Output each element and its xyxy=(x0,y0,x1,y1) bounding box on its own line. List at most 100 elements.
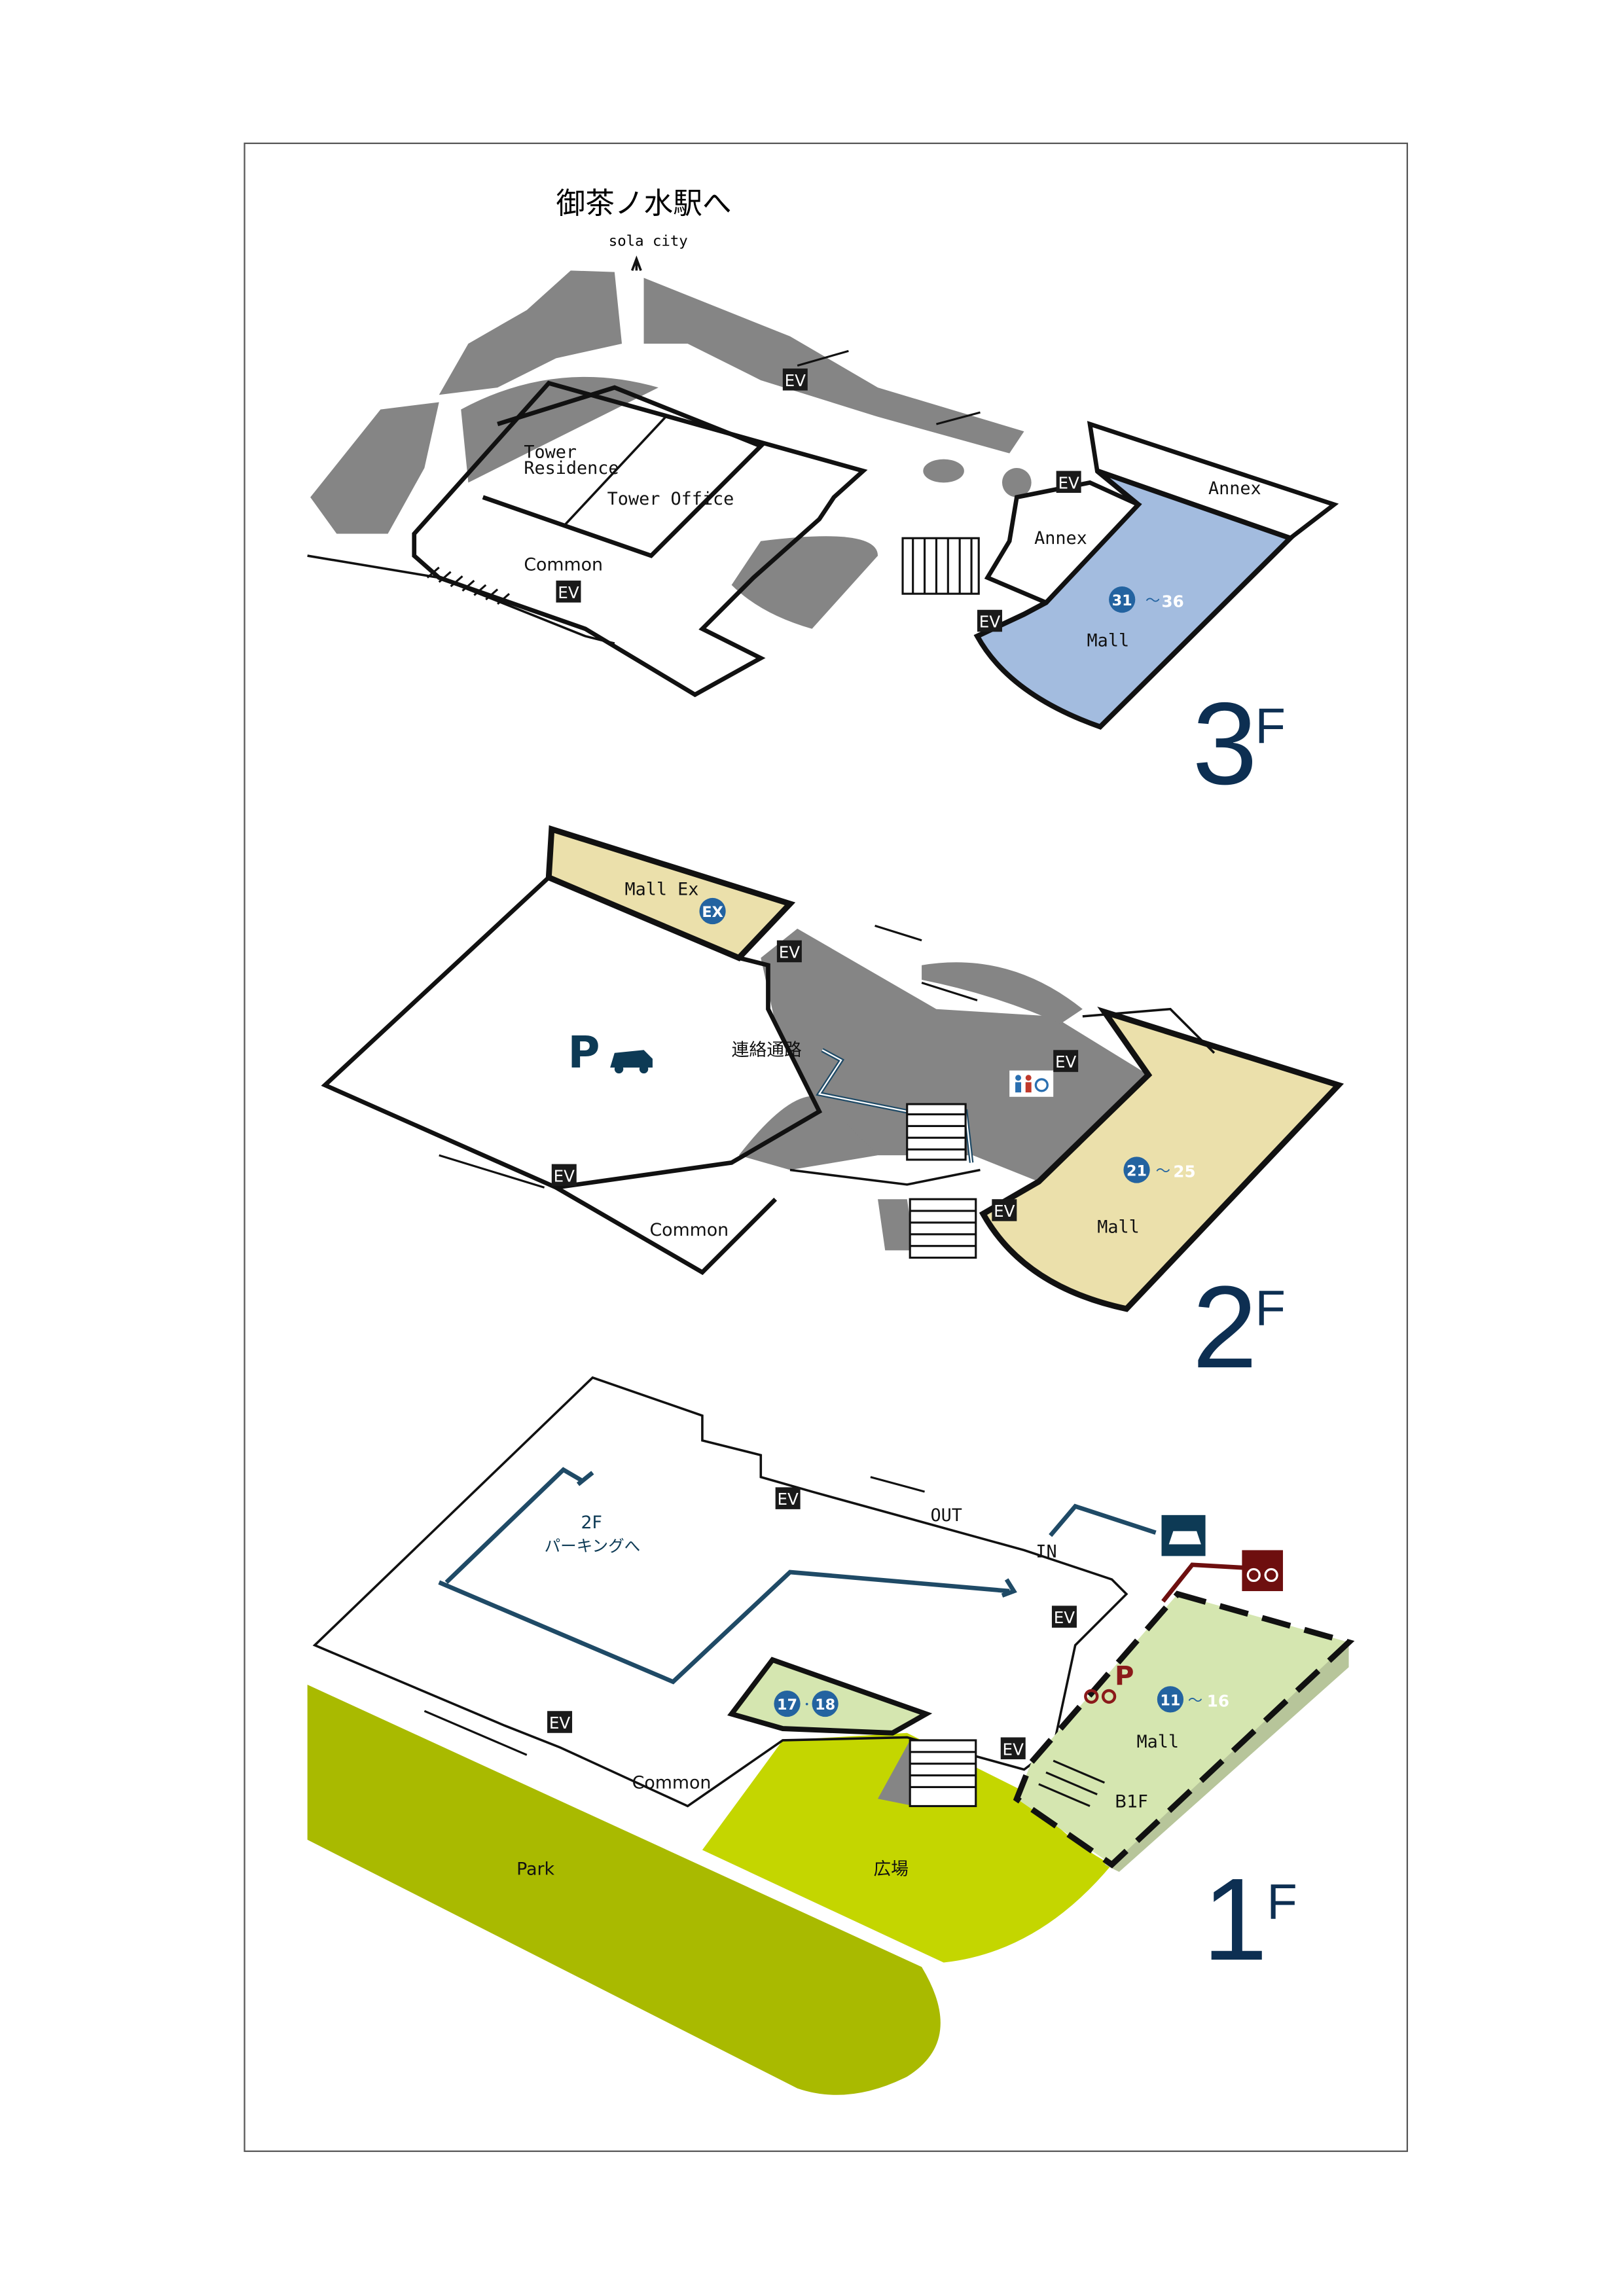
elevator-icon: EV xyxy=(776,940,802,963)
mall-shadow xyxy=(1104,1642,1349,1873)
shop-range-from: 11 xyxy=(1160,1692,1180,1709)
shop-range-from: 21 xyxy=(1127,1162,1147,1179)
bike-parking-label: P xyxy=(1115,1661,1134,1691)
common-label: Common xyxy=(524,554,603,575)
shop-range-badge: 11 ～ 16 xyxy=(1157,1686,1229,1713)
svg-text:EV: EV xyxy=(1055,1052,1077,1071)
shop-range-from: 31 xyxy=(1112,592,1132,609)
park-label: Park xyxy=(516,1859,554,1879)
car-entrance-icon xyxy=(1161,1515,1206,1556)
in-label: IN xyxy=(1036,1542,1056,1562)
car-icon xyxy=(610,1050,653,1074)
annex-label: Annex xyxy=(1208,478,1261,499)
elevator-icon: EV xyxy=(1053,1050,1079,1072)
svg-text:EV: EV xyxy=(1003,1740,1024,1759)
floor-suffix: F xyxy=(1267,1874,1297,1930)
svg-text:EV: EV xyxy=(549,1713,571,1732)
walkway xyxy=(731,536,878,629)
floor-suffix: F xyxy=(1255,1280,1286,1336)
elevator-icon: EV xyxy=(782,368,808,391)
park xyxy=(307,1685,941,2095)
wall xyxy=(1082,1007,1216,1054)
bike-entry-route xyxy=(1161,1562,1244,1603)
exit-label: sola city xyxy=(609,232,688,249)
mall-1f xyxy=(1013,1590,1355,1869)
ex-badge xyxy=(699,897,726,925)
common-label: Common xyxy=(632,1773,712,1793)
shop-range-from: 17 xyxy=(777,1696,797,1713)
svg-text:EV: EV xyxy=(779,943,801,962)
floor-3f: 御茶ノ水駅へ sola city Tower Residence Tower O… xyxy=(307,187,1339,809)
arrow-up-icon xyxy=(630,255,642,271)
shop-range-badge: 21 ～ 25 xyxy=(1123,1157,1196,1183)
svg-text:EV: EV xyxy=(558,583,579,602)
planter xyxy=(1001,468,1032,497)
car-entry-route xyxy=(1049,1503,1157,1537)
common-wall xyxy=(554,1185,778,1276)
connection-label: 連絡通路 xyxy=(732,1040,802,1060)
ex-badge-label: EX xyxy=(702,904,723,921)
stairs xyxy=(439,924,978,1259)
arrow-icon xyxy=(576,1471,1017,1598)
elevator-icon: EV xyxy=(1051,1605,1077,1628)
elevator-icon: EV xyxy=(992,1199,1017,1221)
b1f-label: B1F xyxy=(1115,1792,1148,1812)
elevator-icon: EV xyxy=(556,581,581,603)
annex-inner xyxy=(984,480,1142,605)
tower-office-label: Tower Office xyxy=(607,489,734,509)
walkway xyxy=(878,1199,914,1251)
floor-suffix: F xyxy=(1255,698,1286,754)
connection-area xyxy=(761,928,1149,1182)
annex-label: Annex xyxy=(1034,528,1087,548)
floor-1f: 2F パーキングへ OUT IN Common Mall B1F Park 広場… xyxy=(307,1376,1355,2095)
walkway xyxy=(738,1096,878,1170)
walkway xyxy=(439,270,623,395)
corridor-wall xyxy=(307,554,615,645)
parking-2f-label: 2F xyxy=(581,1513,602,1533)
walkway xyxy=(461,376,659,483)
mall-ex xyxy=(545,825,796,961)
elevator-icon: EV xyxy=(1000,1737,1026,1759)
stairs xyxy=(424,1476,1105,1808)
walkway xyxy=(878,1740,914,1806)
walkway xyxy=(922,962,1083,1024)
tower-residence-label: Residence xyxy=(524,458,619,478)
walkway xyxy=(310,402,439,534)
tower-residence-label: Tower xyxy=(524,442,577,462)
bicycle-icon xyxy=(1084,1689,1117,1704)
parking-route xyxy=(438,1467,1010,1685)
walkway xyxy=(643,278,1024,454)
shop-range-sep: ･ xyxy=(803,1696,810,1713)
mall-2f xyxy=(979,1007,1344,1312)
tower-inner-wall xyxy=(482,385,765,558)
mall-label: Mall xyxy=(1087,631,1130,651)
parking-label: P xyxy=(568,1027,600,1078)
shop-range-badge: 31 ～ 36 xyxy=(1109,586,1184,613)
plaza-label: 広場 xyxy=(873,1859,909,1879)
restroom-icon xyxy=(1009,1070,1054,1097)
bicycle-entrance-icon xyxy=(1242,1550,1283,1592)
floor-number-1f: 1 xyxy=(1202,1854,1267,1984)
svg-text:EV: EV xyxy=(785,371,806,390)
elevator-icon: EV xyxy=(977,609,1002,632)
parking-2f-label: パーキングへ xyxy=(545,1537,641,1556)
out-label: OUT xyxy=(930,1505,962,1526)
mall-label: Mall xyxy=(1137,1732,1180,1752)
elevator-icon: EV xyxy=(547,1711,573,1733)
parking-area xyxy=(321,874,823,1190)
mall-ex-label: Mall Ex xyxy=(624,879,698,899)
shop-range-sep: ～ xyxy=(1156,1162,1170,1179)
destination-label: 御茶ノ水駅へ xyxy=(556,187,732,221)
svg-text:EV: EV xyxy=(777,1490,799,1509)
shop-range-sep: ～ xyxy=(1146,592,1160,609)
divider xyxy=(562,416,667,528)
floor-2f: Mall Ex EX P 連絡通路 Common Mall 21 ～ 25 EV… xyxy=(321,825,1344,1392)
svg-text:EV: EV xyxy=(1058,473,1079,492)
shop-range-sep: ～ xyxy=(1188,1692,1202,1709)
elevator-icon: EV xyxy=(551,1164,577,1187)
elevator-icon: EV xyxy=(1056,471,1081,493)
shop-range-to: 36 xyxy=(1162,592,1184,611)
common-label: Common xyxy=(649,1220,729,1240)
mall-label: Mall xyxy=(1097,1217,1140,1238)
